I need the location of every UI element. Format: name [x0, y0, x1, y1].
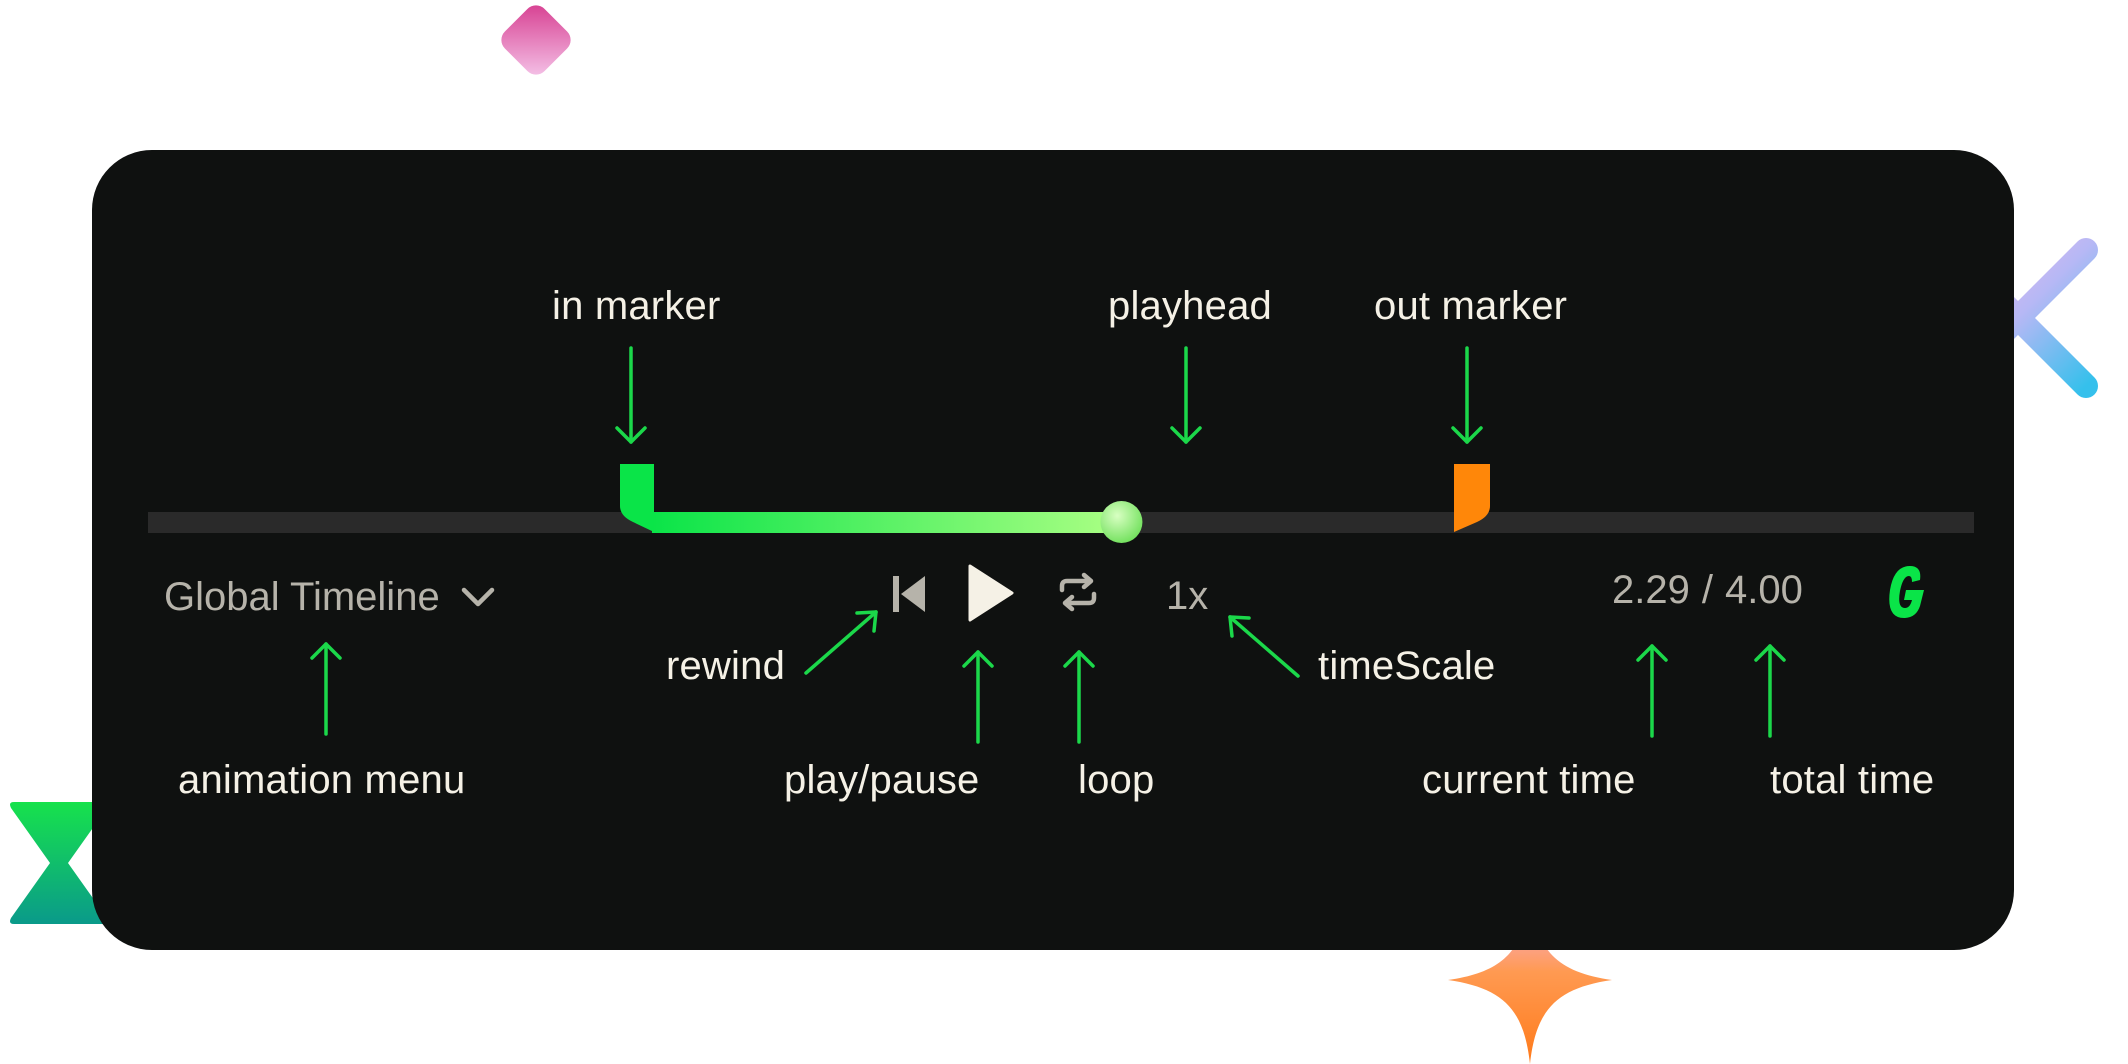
timeline-scrubber[interactable]	[92, 450, 2014, 550]
arrow-current-time	[1636, 644, 1668, 738]
decorative-hourglass-shape	[10, 802, 108, 924]
decorative-diamond-shape	[501, 5, 571, 75]
label-loop: loop	[1078, 758, 1155, 802]
animation-menu[interactable]: Global Timeline	[164, 572, 496, 622]
out-marker[interactable]	[1454, 464, 1490, 532]
chevron-down-icon	[461, 587, 494, 607]
arrow-playhead	[1170, 346, 1202, 444]
arrow-total-time	[1754, 644, 1786, 738]
gsap-logo-icon[interactable]	[1884, 562, 1932, 622]
label-current-time: current time	[1422, 758, 1636, 802]
gsdevtools-panel: Global Timeline 1x 2.29 / 4.00	[92, 150, 2014, 950]
label-animation-menu: animation menu	[178, 758, 466, 802]
animation-menu-label: Global Timeline	[164, 575, 440, 619]
label-timescale: timeScale	[1318, 644, 1496, 688]
arrow-in-marker	[615, 346, 647, 444]
in-marker[interactable]	[620, 464, 654, 532]
progress-bar	[652, 512, 1122, 533]
arrow-animation-menu	[310, 642, 342, 736]
rewind-icon[interactable]	[892, 572, 926, 616]
label-in-marker: in marker	[552, 284, 721, 328]
label-play-pause: play/pause	[784, 758, 980, 802]
label-out-marker: out marker	[1374, 284, 1568, 328]
time-display: 2.29 / 4.00	[1612, 570, 1803, 610]
arrow-loop	[1063, 650, 1095, 744]
arrow-play-pause	[962, 650, 994, 744]
loop-icon[interactable]	[1056, 572, 1100, 612]
playhead[interactable]	[1100, 501, 1143, 543]
total-time: 4.00	[1724, 568, 1803, 612]
arrow-out-marker	[1451, 346, 1483, 444]
arrow-timescale	[1228, 615, 1300, 678]
time-separator: /	[1701, 568, 1713, 612]
label-playhead: playhead	[1108, 284, 1272, 328]
label-total-time: total time	[1770, 758, 1935, 802]
play-icon[interactable]	[968, 564, 1014, 622]
decorative-sparkle-shape	[1448, 896, 1612, 1064]
arrow-rewind	[804, 610, 878, 675]
label-rewind: rewind	[666, 644, 786, 688]
current-time: 2.29	[1612, 568, 1690, 612]
timescale-selector[interactable]: 1x	[1166, 574, 1209, 618]
